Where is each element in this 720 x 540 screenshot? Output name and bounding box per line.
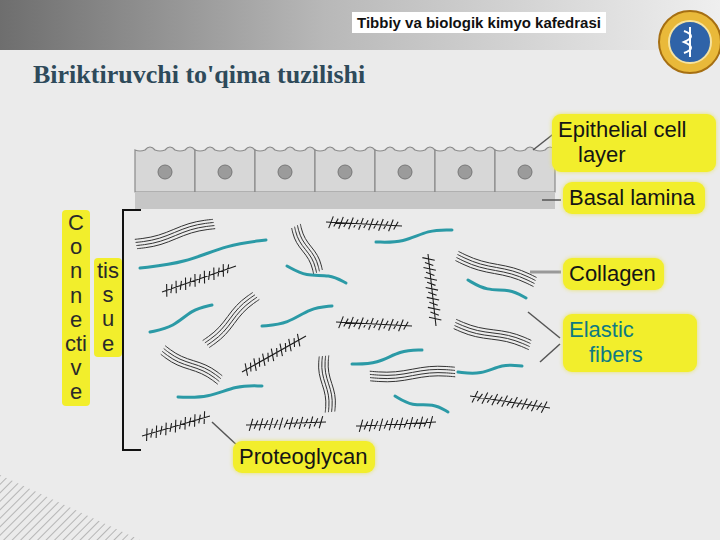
cell-nucleus xyxy=(338,165,352,179)
epithelial-cell xyxy=(375,147,435,192)
logo xyxy=(659,11,720,73)
header-band xyxy=(0,0,720,50)
proteoglycan xyxy=(242,334,306,376)
collagen-fiber xyxy=(162,351,219,381)
collagen-fiber xyxy=(209,299,259,347)
epithelial-cell xyxy=(195,147,255,192)
cell-nucleus xyxy=(518,165,532,179)
cell-nucleus xyxy=(278,165,292,179)
collagen-fiber xyxy=(455,322,530,343)
corner-hatch xyxy=(0,475,140,540)
collagen-fiber xyxy=(456,319,531,340)
proteoglycan xyxy=(326,216,402,231)
cell-nucleus xyxy=(398,165,412,179)
epithelial-cell xyxy=(135,147,195,192)
cell-nucleus xyxy=(218,165,232,179)
label-text: Elastic fibers xyxy=(569,317,689,368)
elastic-fiber xyxy=(395,396,448,412)
elastic-fiber xyxy=(140,240,266,268)
proteoglycan xyxy=(356,416,436,432)
collagen-fiber xyxy=(292,228,314,274)
collagen-fiber xyxy=(203,293,253,341)
collagen-fiber xyxy=(454,329,529,350)
department-header: Tibbiy va biologik kimyo kafedrasi xyxy=(352,12,606,33)
label-text: Collagen xyxy=(569,261,656,286)
collagen-fiber xyxy=(137,229,215,249)
label-box: Proteoglycan xyxy=(233,441,375,473)
collagen-fiber xyxy=(164,349,221,379)
label-box: Elastic fibers xyxy=(563,314,697,372)
collagen-fiber xyxy=(459,251,537,277)
elastic-fiber xyxy=(458,365,522,373)
elastic-fiber xyxy=(376,230,452,242)
collagen-fiber xyxy=(205,295,255,343)
label-text: Basal lamina xyxy=(569,185,697,210)
elastic-fiber xyxy=(150,305,212,332)
epithelial-cell xyxy=(255,147,315,192)
proteoglycan xyxy=(246,416,326,431)
connective-fibers xyxy=(135,216,550,441)
slide-title: Biriktiruvchi to'qima tuzilishi xyxy=(33,60,365,90)
basal-lamina-band xyxy=(135,192,555,209)
proteoglycan xyxy=(470,391,550,413)
collagen-fiber xyxy=(165,346,222,376)
label-box: Basal lamina xyxy=(563,182,705,214)
collagen-fiber xyxy=(455,326,530,347)
epithelial-cells xyxy=(135,147,555,192)
epithelial-cell xyxy=(315,147,375,192)
label-text: tissue xyxy=(94,258,122,357)
proteoglycan xyxy=(142,411,210,441)
collagen-fiber xyxy=(161,354,218,384)
label-text: Epithelial cell layer xyxy=(558,117,708,168)
cell-nucleus xyxy=(158,165,172,179)
collagen-fiber xyxy=(319,357,326,413)
collagen-fiber xyxy=(136,226,214,246)
elastic-fiber xyxy=(262,306,332,326)
proteoglycan xyxy=(422,254,441,326)
collagen-fiber xyxy=(455,261,533,287)
vertical-label: Connectivetissue xyxy=(62,210,122,406)
label-box: Epithelial cell layer xyxy=(552,114,716,172)
collagen-fiber xyxy=(295,227,317,273)
proteoglycan xyxy=(336,316,412,331)
epithelial-cell xyxy=(495,147,555,192)
collagen-fiber xyxy=(207,297,257,345)
elastic-fiber xyxy=(287,266,346,283)
collagen-fiber xyxy=(370,376,455,382)
cell-nucleus xyxy=(458,165,472,179)
label-box: Collagen xyxy=(563,258,664,290)
elastic-fiber xyxy=(468,280,526,298)
proteoglycan xyxy=(162,264,236,297)
elastic-fiber xyxy=(352,350,422,364)
epithelial-cell xyxy=(435,147,495,192)
label-text: Connective xyxy=(62,210,90,406)
elastic-fiber xyxy=(178,386,262,398)
leader-lines xyxy=(212,128,561,448)
collagen-fiber xyxy=(458,254,536,280)
label-text: Proteoglycan xyxy=(239,444,367,469)
